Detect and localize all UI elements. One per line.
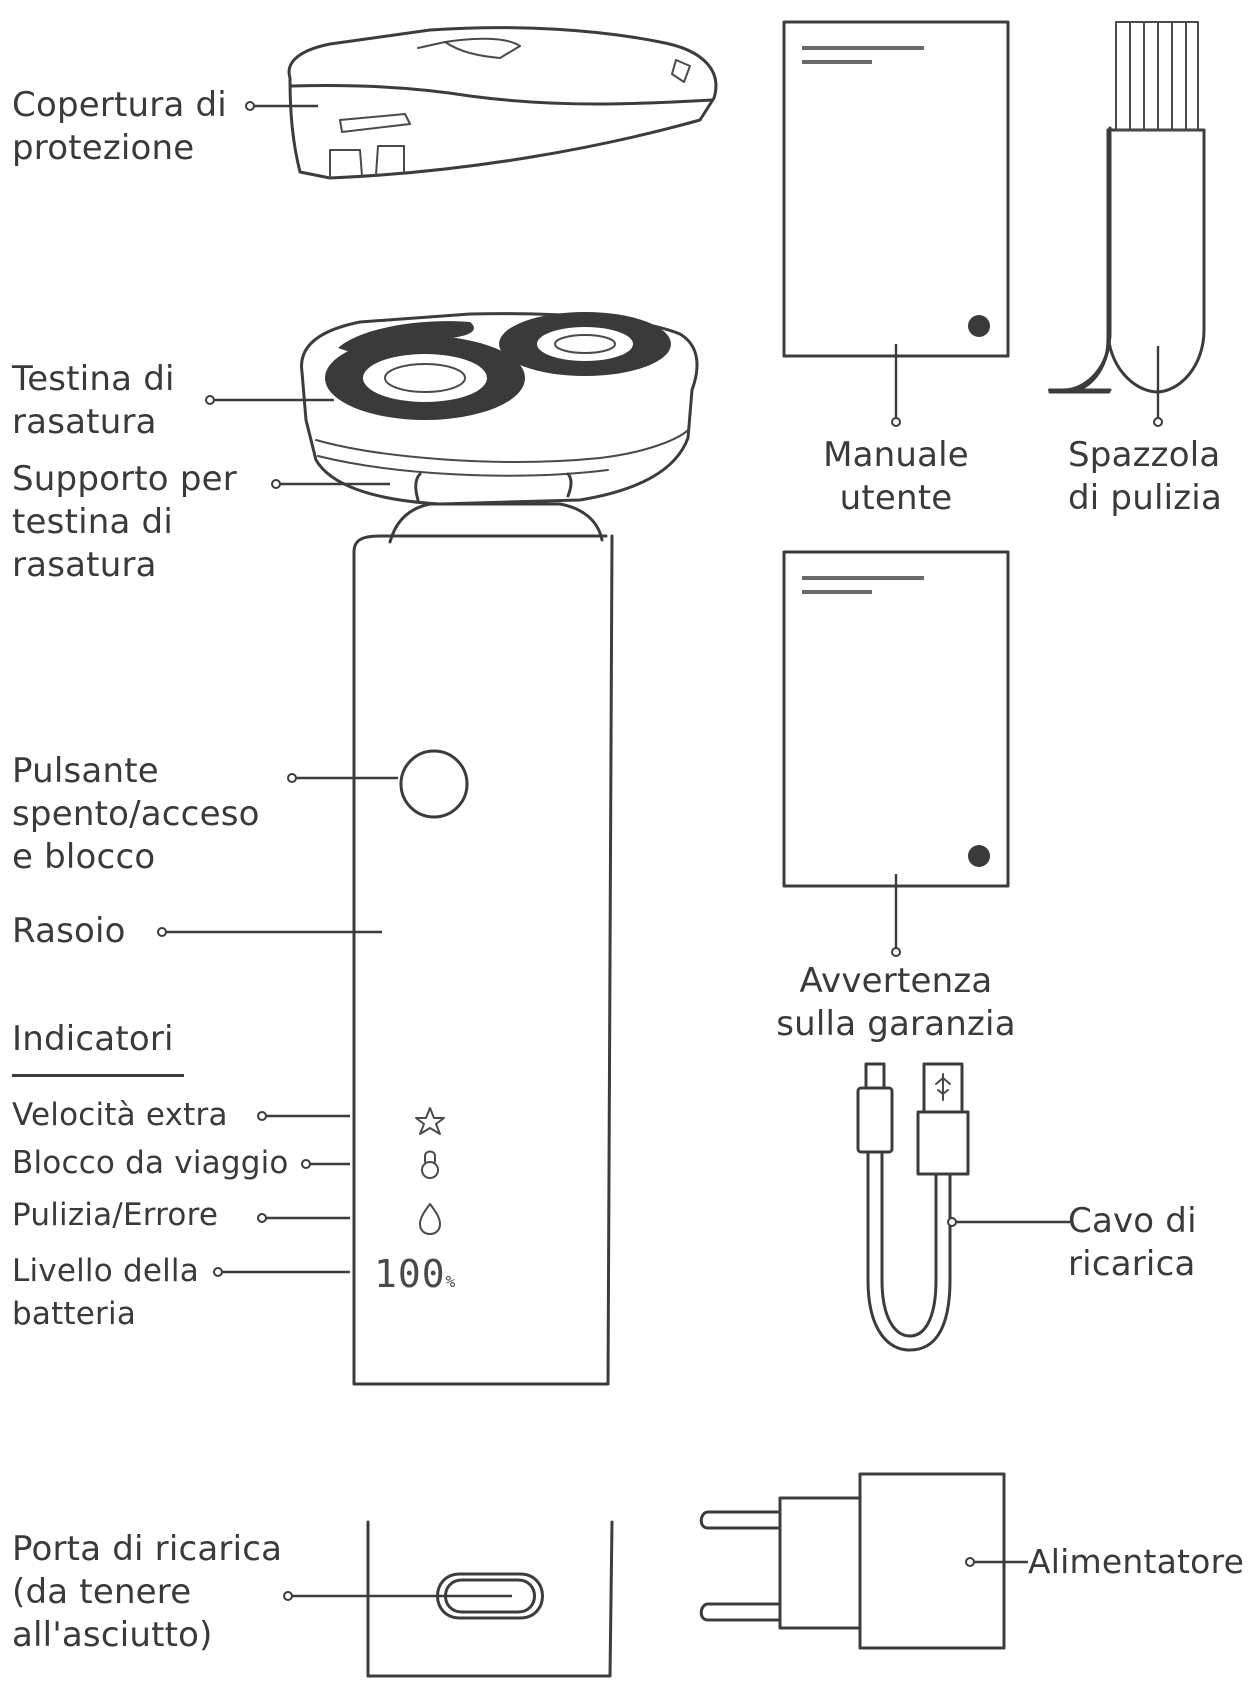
label-pulizia-errore: Pulizia/Errore xyxy=(12,1197,219,1233)
label-supporto-line1: Supporto per xyxy=(12,459,237,499)
lock-icon xyxy=(421,1150,439,1179)
usb-icon xyxy=(935,1073,951,1101)
battery-display-value: 100 xyxy=(374,1252,446,1296)
label-testina: Testina di rasatura xyxy=(12,358,175,444)
label-pulsante-line2: spento/acceso xyxy=(12,794,260,834)
leader-lines xyxy=(157,101,1163,1601)
indicatori-underline xyxy=(12,1074,184,1077)
battery-display: 100% xyxy=(374,1254,456,1302)
label-avvertenza: Avvertenza sulla garanzia xyxy=(756,960,1036,1046)
label-porta-line3: all'asciutto) xyxy=(12,1615,213,1655)
label-cavo-line2: ricarica xyxy=(1068,1244,1196,1284)
star-icon xyxy=(415,1107,445,1135)
label-livello-line2: batteria xyxy=(12,1296,137,1332)
user-manual-drawing xyxy=(782,20,1010,358)
label-supporto: Supporto per testina di rasatura xyxy=(12,458,237,587)
label-copertura: Copertura di protezione xyxy=(12,84,227,170)
label-copertura-line1: Copertura di xyxy=(12,85,227,125)
label-pulsante: Pulsante spento/acceso e blocco xyxy=(12,750,260,879)
label-spazzola-line1: Spazzola xyxy=(1068,435,1221,475)
warranty-card-drawing xyxy=(782,550,1010,888)
label-testina-line2: rasatura xyxy=(12,402,157,442)
charging-cable-drawing xyxy=(856,1062,970,1352)
mi-logo-icon xyxy=(968,315,990,337)
label-porta: Porta di ricarica (da tenere all'asciutt… xyxy=(12,1528,282,1657)
shaving-head-drawing xyxy=(300,312,699,506)
drop-icon xyxy=(419,1203,441,1235)
razor-body-drawing xyxy=(352,472,614,1386)
label-porta-line1: Porta di ricarica xyxy=(12,1529,283,1569)
label-rasoio: Rasoio xyxy=(12,911,126,951)
label-manuale-line2: utente xyxy=(839,478,953,518)
mi-logo-icon xyxy=(968,845,990,867)
label-avvertenza-line1: Avvertenza xyxy=(799,961,993,1001)
label-porta-line2: (da tenere xyxy=(12,1572,192,1612)
label-pulsante-line1: Pulsante xyxy=(12,751,159,791)
charging-port-drawing xyxy=(366,1520,614,1678)
power-adapter-drawing xyxy=(699,1472,1006,1650)
label-blocco-viaggio: Blocco da viaggio xyxy=(12,1145,289,1181)
label-manuale: Manuale utente xyxy=(796,434,996,520)
label-alimentatore: Alimentatore xyxy=(1028,1542,1245,1581)
label-manuale-line1: Manuale xyxy=(823,435,969,475)
label-spazzola: Spazzola di pulizia xyxy=(1068,434,1222,520)
label-indicatori: Indicatori xyxy=(12,1019,174,1059)
label-supporto-line2: testina di xyxy=(12,502,173,542)
label-livello-line1: Livello della xyxy=(12,1253,199,1289)
label-supporto-line3: rasatura xyxy=(12,545,157,585)
label-cavo-line1: Cavo di xyxy=(1068,1201,1197,1241)
cleaning-brush-drawing xyxy=(1048,21,1206,394)
label-livello: Livello della batteria xyxy=(12,1250,199,1336)
protective-cover-drawing xyxy=(287,26,718,180)
label-cavo: Cavo di ricarica xyxy=(1068,1200,1197,1286)
label-pulsante-line3: e blocco xyxy=(12,837,156,877)
label-spazzola-line2: di pulizia xyxy=(1068,478,1222,518)
label-avvertenza-line2: sulla garanzia xyxy=(776,1004,1016,1044)
label-testina-line1: Testina di xyxy=(12,359,175,399)
label-copertura-line2: protezione xyxy=(12,128,195,168)
battery-display-unit: % xyxy=(445,1272,457,1291)
label-velocita: Velocità extra xyxy=(12,1097,228,1133)
